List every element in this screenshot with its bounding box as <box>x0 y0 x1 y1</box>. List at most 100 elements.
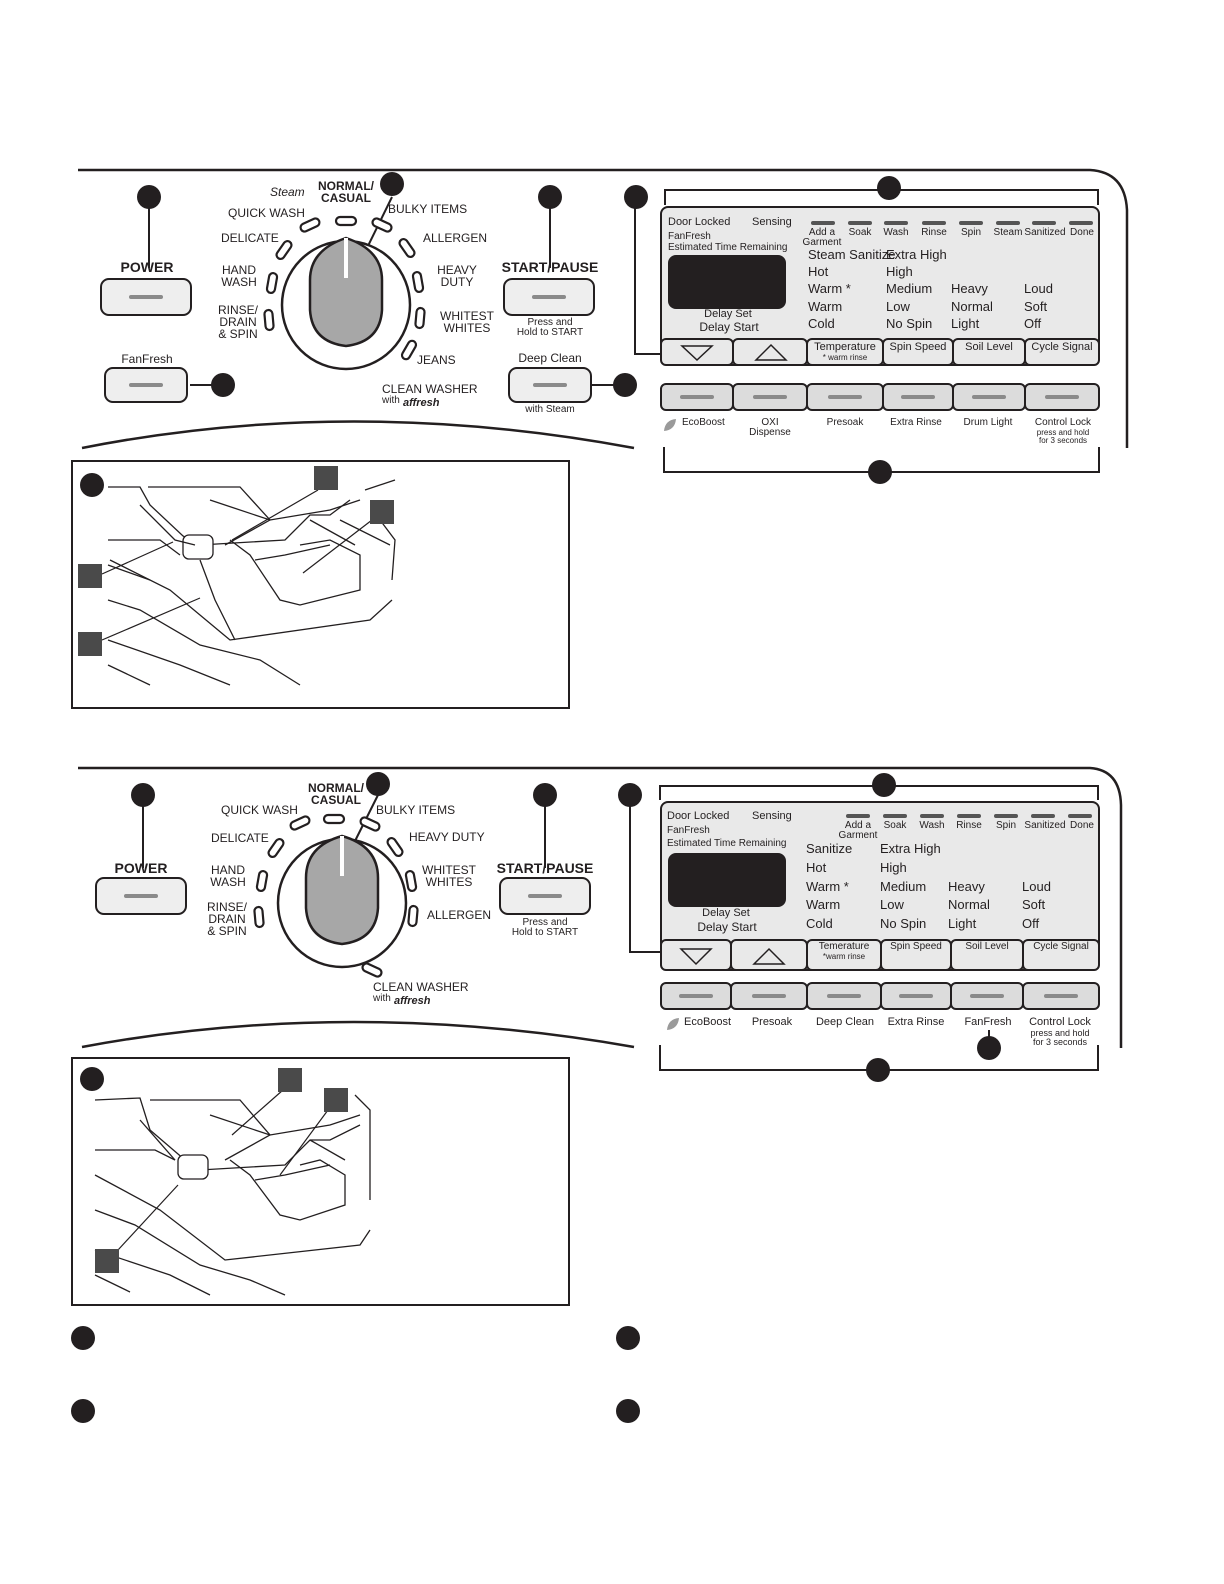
dial-hand-wash[interactable]: HAND WASH <box>221 263 257 289</box>
dial-allergen[interactable]: ALLERGEN <box>423 231 488 245</box>
delay-set-label: Delay Set <box>702 907 750 919</box>
dial-rinse-drain-spin[interactable]: RINSE/ DRAIN & SPIN <box>217 303 258 341</box>
status-spin: Spin <box>995 820 1016 831</box>
control-lock-button[interactable] <box>1024 383 1100 411</box>
cycle-signal-header: Cycle Signal <box>1033 941 1089 952</box>
warm-rinse-note: * warm rinse <box>822 353 868 362</box>
soil-option: Light <box>951 316 980 331</box>
status-spin: Spin <box>960 227 981 238</box>
presoak-button[interactable] <box>730 982 808 1010</box>
deep-clean-button[interactable] <box>806 982 882 1010</box>
start-pause-button[interactable] <box>499 877 591 915</box>
up-button[interactable] <box>730 939 808 971</box>
cycle-signal-button[interactable] <box>1022 939 1100 971</box>
fanfresh-button[interactable] <box>950 982 1024 1010</box>
signal-option: Loud <box>1022 879 1051 894</box>
time-display <box>668 255 786 309</box>
fanfresh-indicator: FanFresh <box>667 825 710 836</box>
down-button[interactable] <box>660 338 734 366</box>
signal-option: Soft <box>1022 897 1046 912</box>
soil-level-header: Soil Level <box>965 341 1013 353</box>
extra-rinse-button[interactable] <box>882 383 954 411</box>
dial-quick-wash[interactable]: QUICK WASH <box>228 206 305 220</box>
down-arrow-icon <box>680 345 714 362</box>
ecoboost-button[interactable] <box>660 982 732 1010</box>
oxi-dispense-button[interactable] <box>732 383 808 411</box>
soil-option: Normal <box>951 299 993 314</box>
callout-dot <box>80 473 104 497</box>
cycle-signal-button[interactable] <box>1024 338 1100 366</box>
callout-dot <box>616 1399 640 1423</box>
control-lock-sub: press and hold for 3 seconds <box>1030 1028 1090 1047</box>
callout-dot <box>71 1399 95 1423</box>
start-pause-button[interactable] <box>503 278 595 316</box>
dial-hand-wash[interactable]: HAND WASH <box>210 863 246 889</box>
presoak-label: Presoak <box>826 417 864 428</box>
dial-bulky-items[interactable]: BULKY ITEMS <box>388 202 468 216</box>
temperature-header: Temerature <box>818 941 870 952</box>
press-hold-text: Press and Hold to START <box>516 317 584 338</box>
status-indicator <box>959 221 983 225</box>
spin-speed-button[interactable] <box>882 338 954 366</box>
ecoboost-button[interactable] <box>660 383 734 411</box>
dial-delicate[interactable]: DELICATE <box>221 231 279 245</box>
temperature-button[interactable] <box>806 338 884 366</box>
presoak-button[interactable] <box>806 383 884 411</box>
extra-rinse-button[interactable] <box>880 982 952 1010</box>
control-lock-label: Control Lock <box>1034 417 1092 428</box>
status-indicator <box>920 814 944 818</box>
dial-normal-casual[interactable]: NORMAL/ CASUAL <box>308 781 364 807</box>
power-button[interactable] <box>100 278 192 316</box>
callout-dot <box>624 185 648 209</box>
control-lock-label: Control Lock <box>1029 1016 1091 1028</box>
callout-dot <box>877 176 901 200</box>
callout-dot <box>71 1326 95 1350</box>
dial-whitest-whites[interactable]: WHITEST WHITES <box>440 309 494 335</box>
callout-dot <box>616 1326 640 1350</box>
control-lock-button[interactable] <box>1022 982 1100 1010</box>
spin-option: Low <box>886 299 910 314</box>
fanfresh-button[interactable] <box>104 367 188 403</box>
signal-option: Off <box>1024 316 1042 331</box>
dial-allergen[interactable]: ALLERGEN <box>427 908 492 922</box>
dial-quick-wash[interactable]: QUICK WASH <box>221 803 298 817</box>
callout-dot <box>211 373 235 397</box>
dial-normal-casual[interactable]: NORMAL/ CASUAL <box>318 179 374 205</box>
callout-square <box>370 500 394 524</box>
status-indicator <box>883 814 907 818</box>
warm-rinse-note: *warm rinse <box>822 952 866 961</box>
down-button[interactable] <box>660 939 732 971</box>
dial-clean-washer[interactable]: CLEAN WASHER <box>373 980 469 994</box>
spin-speed-header: Spin Speed <box>889 341 947 353</box>
soil-level-button[interactable] <box>950 939 1024 971</box>
power-button[interactable] <box>95 877 187 915</box>
callout-dot <box>868 460 892 484</box>
status-indicator <box>922 221 946 225</box>
status-steam: Steam <box>993 227 1023 238</box>
delay-start-label: Delay Start <box>697 920 757 934</box>
status-wash: Wash <box>919 820 945 831</box>
status-indicator <box>1068 814 1092 818</box>
drum-light-label: Drum Light <box>963 417 1013 428</box>
callout-dot <box>866 1058 890 1082</box>
dial-delicate[interactable]: DELICATE <box>211 831 269 845</box>
dial-with: with <box>382 395 400 406</box>
callout-dot <box>80 1067 104 1091</box>
dial-bulky-items[interactable]: BULKY ITEMS <box>376 803 456 817</box>
dial-jeans[interactable]: JEANS <box>417 353 456 367</box>
start-pause-label: START/PAUSE <box>496 860 594 876</box>
deep-clean-button[interactable] <box>508 367 592 403</box>
drum-light-button[interactable] <box>952 383 1026 411</box>
down-arrow-icon <box>679 948 713 966</box>
dial-heavy-duty[interactable]: HEAVY DUTY <box>409 830 485 844</box>
up-button[interactable] <box>732 338 808 366</box>
dial-whitest-whites[interactable]: WHITEST WHITES <box>422 863 476 889</box>
dial-heavy-duty[interactable]: HEAVY DUTY <box>437 263 477 289</box>
dial-clean-washer[interactable]: CLEAN WASHER <box>382 382 478 396</box>
temp-option: Sanitize <box>806 841 853 856</box>
fanfresh-indicator: FanFresh <box>668 231 711 242</box>
temp-option: Warm * <box>806 879 849 894</box>
dial-rinse-drain-spin[interactable]: RINSE/ DRAIN & SPIN <box>206 900 247 938</box>
callout-dot <box>131 783 155 807</box>
dispenser-illustration-bottom <box>94 1094 371 1296</box>
